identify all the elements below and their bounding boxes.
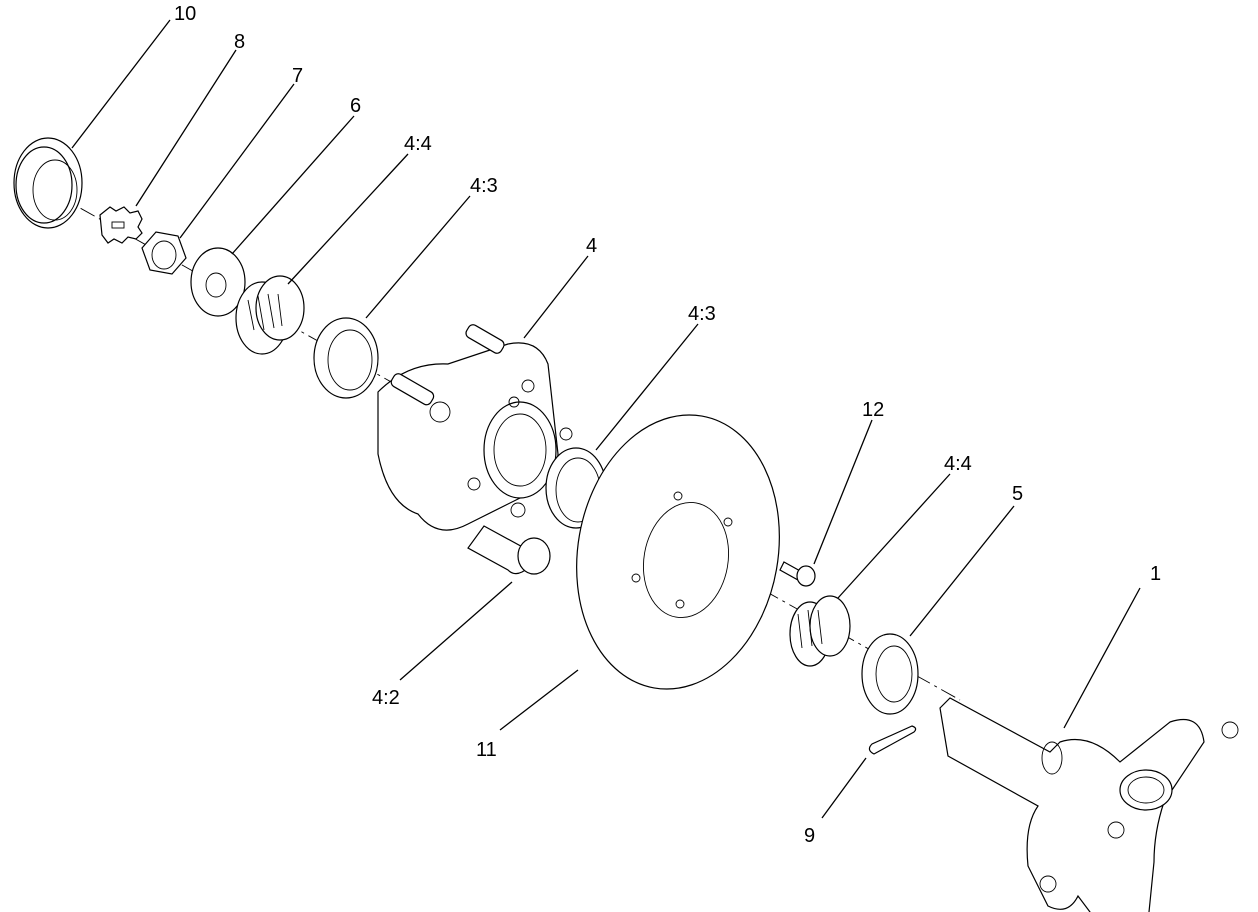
part-1-spindle <box>939 697 1239 912</box>
part-4-4-bearing-cone-inner <box>789 595 851 667</box>
callout-7: 7 <box>292 65 303 87</box>
callout-12: 12 <box>862 399 884 421</box>
callout-8: 8 <box>234 31 245 53</box>
callout-4-4-top: 4:4 <box>404 133 432 155</box>
part-10-grease-cap <box>13 137 83 229</box>
part-7-hex-nut <box>141 231 187 275</box>
callout-4-4-right: 4:4 <box>944 453 972 475</box>
callout-5: 5 <box>1012 483 1023 505</box>
callout-4: 4 <box>586 235 597 257</box>
callout-4-2: 4:2 <box>372 687 400 709</box>
part-5-grease-seal <box>861 633 919 715</box>
callout-11: 11 <box>476 739 497 761</box>
callout-1: 1 <box>1150 563 1161 585</box>
part-4-3-bearing-cup-outer <box>313 317 379 399</box>
part-4-4-bearing-cone-outer <box>235 275 305 355</box>
callout-4-3-top: 4:3 <box>470 175 498 197</box>
leader-lines <box>71 19 1141 819</box>
callout-4-3-mid: 4:3 <box>688 303 716 325</box>
part-4-2-wheel-stud <box>467 525 551 575</box>
part-9-cotter-pin <box>868 725 917 755</box>
part-6-washer <box>190 247 246 317</box>
part-4-wheel-hub <box>377 324 573 531</box>
callout-10: 10 <box>174 3 196 25</box>
callout-6: 6 <box>350 95 361 117</box>
part-11-brake-rotor <box>576 414 780 690</box>
part-8-nut-retainer <box>99 206 143 244</box>
callout-9: 9 <box>804 825 815 847</box>
part-12-bolt <box>779 561 816 587</box>
